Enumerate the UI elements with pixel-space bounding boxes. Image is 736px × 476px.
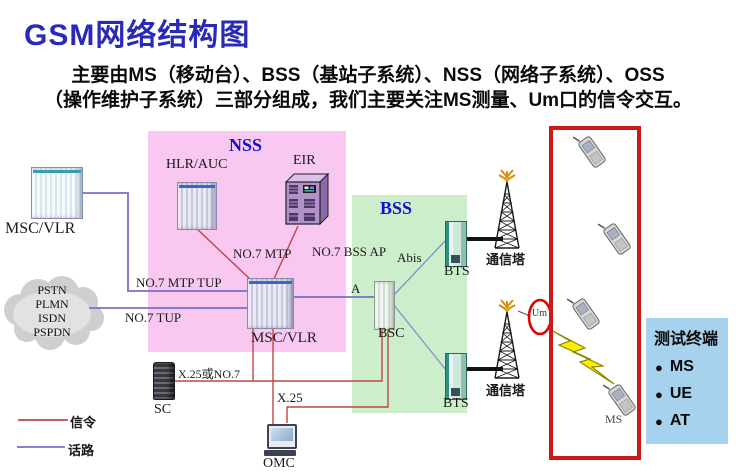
cloud-line: PSPDN: [33, 325, 71, 339]
bss-label: BSS: [380, 198, 413, 218]
test-terminal-item-ms: ● MS: [655, 358, 728, 376]
ms-label: MS: [605, 412, 623, 426]
legend-voice-label: 话路: [68, 443, 95, 458]
eir-cabinet: [282, 170, 330, 233]
x25-label: X.25: [277, 390, 303, 405]
tower1-label: 通信塔: [486, 252, 526, 267]
msc-vlr-left-label: MSC/VLR: [5, 220, 76, 237]
signaling-lines: [18, 225, 389, 424]
omc-label: OMC: [263, 456, 295, 471]
comm-tower-lower-icon: [494, 299, 520, 379]
cloud-line: PSTN: [37, 283, 67, 297]
bullet-icon: ●: [655, 359, 663, 375]
voice-lines: [17, 192, 374, 448]
link-eir-to-msc: [272, 225, 299, 282]
bts2-label: BTS: [443, 396, 469, 411]
abis-label: Abis: [397, 250, 422, 265]
test-terminal-item-label: MS: [669, 358, 694, 375]
abis-lines: [392, 240, 447, 371]
no7-tup-label: NO.7 TUP: [125, 310, 182, 325]
pstn-cloud-text: PSTN PLMN ISDN PSPDN: [0, 283, 104, 339]
bts-upper-cabinet: [445, 221, 467, 267]
tower2-label: 通信塔: [486, 383, 526, 398]
x25-or-no7-label: X.25或NO.7: [178, 367, 240, 381]
cloud-line: ISDN: [37, 311, 66, 325]
link-bsc-bts1: [392, 240, 446, 297]
link-hlr-to-msc: [195, 227, 253, 282]
nss-label: NSS: [229, 135, 263, 155]
legend-signaling-label: 信令: [70, 415, 97, 430]
eir-label: EIR: [293, 153, 316, 168]
test-terminal-item-label: AT: [669, 412, 690, 429]
subtitle-line-1: 主要由MS（移动台）、BSS（基站子系统）、NSS（网络子系统）、OSS: [71, 65, 665, 86]
omc-computer-icon: [264, 424, 297, 456]
bullet-icon: ●: [655, 413, 663, 429]
link-omc-to-bsc: [286, 329, 389, 423]
subtitle-line-2: （操作维护子系统）三部分组成，我们主要关注MS测量、Um口的信令交互。: [43, 90, 693, 111]
cloud-line: PLMN: [35, 297, 69, 311]
bsc-label: BSC: [378, 326, 405, 341]
bts-lower-cabinet: [445, 353, 467, 400]
no7-bss-ap-label: NO.7 BSS AP: [312, 244, 387, 259]
sc-server-icon: [153, 362, 175, 400]
link-bsc-bts2: [392, 303, 447, 371]
no7-mtp-tup-label: NO.7 MTP TUP: [136, 275, 222, 290]
comm-tower-upper-icon: [494, 169, 520, 249]
pstn-cloud: [4, 276, 104, 350]
um-label: Um: [532, 308, 547, 319]
a-interface-label: A: [351, 281, 361, 296]
msc-vlr-central-cabinet: [247, 278, 294, 329]
msc-vlr-central-label: MSC/VLR: [251, 330, 317, 346]
bullet-icon: ●: [655, 386, 663, 402]
hlr-auc-label: HLR/AUC: [166, 157, 228, 172]
test-terminal-item-ue: ● UE: [655, 385, 728, 403]
lightning-icon: [550, 329, 615, 385]
ms-red-frame: [549, 126, 641, 460]
test-terminal-item-label: UE: [669, 385, 693, 402]
msc-vlr-left-cabinet: [31, 167, 83, 219]
test-terminal-item-at: ● AT: [655, 412, 728, 430]
sc-label: SC: [154, 402, 172, 417]
bsc-cabinet: [374, 281, 395, 330]
test-terminal-panel: 测试终端 ● MS ● UE ● AT: [646, 318, 728, 444]
link-sc-bus: [174, 329, 383, 382]
page-title: GSM网络结构图: [24, 19, 251, 52]
link-msc-to-nss: [81, 192, 247, 292]
bts1-label: BTS: [444, 264, 470, 279]
test-terminal-title: 测试终端: [654, 331, 719, 348]
no7-mtp-label: NO.7 MTP: [233, 246, 292, 261]
slide-subtitle: 主要由MS（移动台）、BSS（基站子系统）、NSS（网络子系统）、OSS （操作…: [18, 63, 718, 113]
hlr-auc-cabinet: [177, 182, 217, 230]
